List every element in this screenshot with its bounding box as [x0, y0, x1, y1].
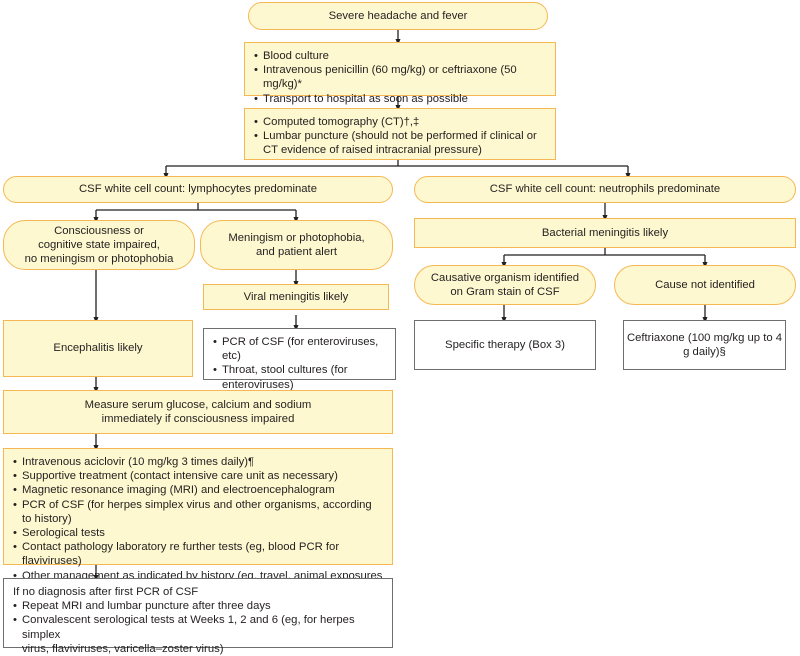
node-viral-meningitis-likely[interactable]: Viral meningitis likely	[203, 284, 389, 310]
list-item: Computed tomography (CT)†,‡	[254, 115, 546, 129]
list-item: Contact pathology laboratory re further …	[13, 540, 383, 568]
node-encephalitis-likely[interactable]: Encephalitis likely	[3, 320, 193, 377]
node-label: Measure serum glucose, calcium and sodiu…	[84, 398, 312, 425]
list-item: Transport to hospital as soon as possibl…	[254, 92, 546, 106]
list-item: Intravenous aciclovir (10 mg/kg 3 times …	[13, 455, 383, 469]
list-item: Intravenous penicillin (60 mg/kg) or cef…	[254, 63, 546, 91]
node-label: Meningism or photophobia, and patient al…	[228, 231, 365, 258]
list-item: Blood culture	[254, 49, 546, 63]
list-item: Convalescent serological tests at Weeks …	[13, 613, 383, 656]
node-ceftriaxone-therapy[interactable]: Ceftriaxone (100 mg/kg up to 4 g daily)§	[623, 320, 786, 370]
node-initial-management[interactable]: Blood culture Intravenous penicillin (60…	[244, 42, 556, 106]
list-item: Serological tests	[13, 526, 383, 540]
node-label: Consciousness or cognitive state impaire…	[24, 224, 174, 266]
node-label: Ceftriaxone (100 mg/kg up to 4 g daily)§	[626, 331, 783, 358]
node-consciousness-impaired[interactable]: Consciousness or cognitive state impaire…	[3, 220, 195, 270]
initial-management-list: Blood culture Intravenous penicillin (60…	[254, 49, 546, 106]
list-item: Magnetic resonance imaging (MRI) and ele…	[13, 483, 383, 497]
list-heading: If no diagnosis after first PCR of CSF	[13, 586, 199, 598]
node-label: Specific therapy (Box 3)	[445, 338, 565, 351]
node-organism-identified[interactable]: Causative organism identified on Gram st…	[414, 265, 596, 305]
node-label: Bacterial meningitis likely	[541, 226, 669, 239]
node-encephalitis-management[interactable]: Intravenous aciclovir (10 mg/kg 3 times …	[3, 448, 393, 596]
node-no-diagnosis[interactable]: If no diagnosis after first PCR of CSF R…	[3, 578, 393, 655]
node-csf-lymphocytes[interactable]: CSF white cell count: lymphocytes predom…	[3, 176, 393, 203]
node-investigations[interactable]: Computed tomography (CT)†,‡ Lumbar punct…	[244, 108, 556, 160]
node-label: Severe headache and fever	[328, 9, 468, 22]
encephalitis-management-list: Intravenous aciclovir (10 mg/kg 3 times …	[13, 455, 383, 597]
node-label: CSF white cell count: neutrophils predom…	[489, 183, 721, 196]
node-specific-therapy[interactable]: Specific therapy (Box 3)	[414, 320, 596, 370]
investigations-list: Computed tomography (CT)†,‡ Lumbar punct…	[254, 115, 546, 158]
node-label: Cause not identified	[655, 278, 755, 291]
list-item: Lumbar puncture (should not be performed…	[254, 129, 546, 157]
list-item: PCR of CSF (for herpes simplex virus and…	[13, 498, 383, 526]
node-measure-serum[interactable]: Measure serum glucose, calcium and sodiu…	[3, 390, 393, 434]
node-severe-headache-and-fever[interactable]: Severe headache and fever	[248, 2, 548, 30]
node-label: Encephalitis likely	[53, 342, 143, 355]
list-item: Throat, stool cultures (for enteroviruse…	[213, 363, 386, 391]
node-cause-not-identified[interactable]: Cause not identified	[614, 265, 796, 305]
list-item: Repeat MRI and lumbar puncture after thr…	[13, 599, 383, 613]
node-label: CSF white cell count: lymphocytes predom…	[79, 183, 317, 196]
list-item: Supportive treatment (contact intensive …	[13, 469, 383, 483]
node-csf-neutrophils[interactable]: CSF white cell count: neutrophils predom…	[414, 176, 796, 203]
node-meningism-alert[interactable]: Meningism or photophobia, and patient al…	[200, 220, 393, 270]
node-viral-tests[interactable]: PCR of CSF (for enteroviruses, etc) Thro…	[203, 328, 396, 406]
node-label: Causative organism identified on Gram st…	[430, 271, 580, 298]
no-diagnosis-list: If no diagnosis after first PCR of CSF R…	[13, 585, 383, 656]
node-label: Viral meningitis likely	[243, 290, 349, 303]
list-item: PCR of CSF (for enteroviruses, etc)	[213, 335, 386, 363]
node-bacterial-meningitis-likely[interactable]: Bacterial meningitis likely	[414, 218, 796, 248]
